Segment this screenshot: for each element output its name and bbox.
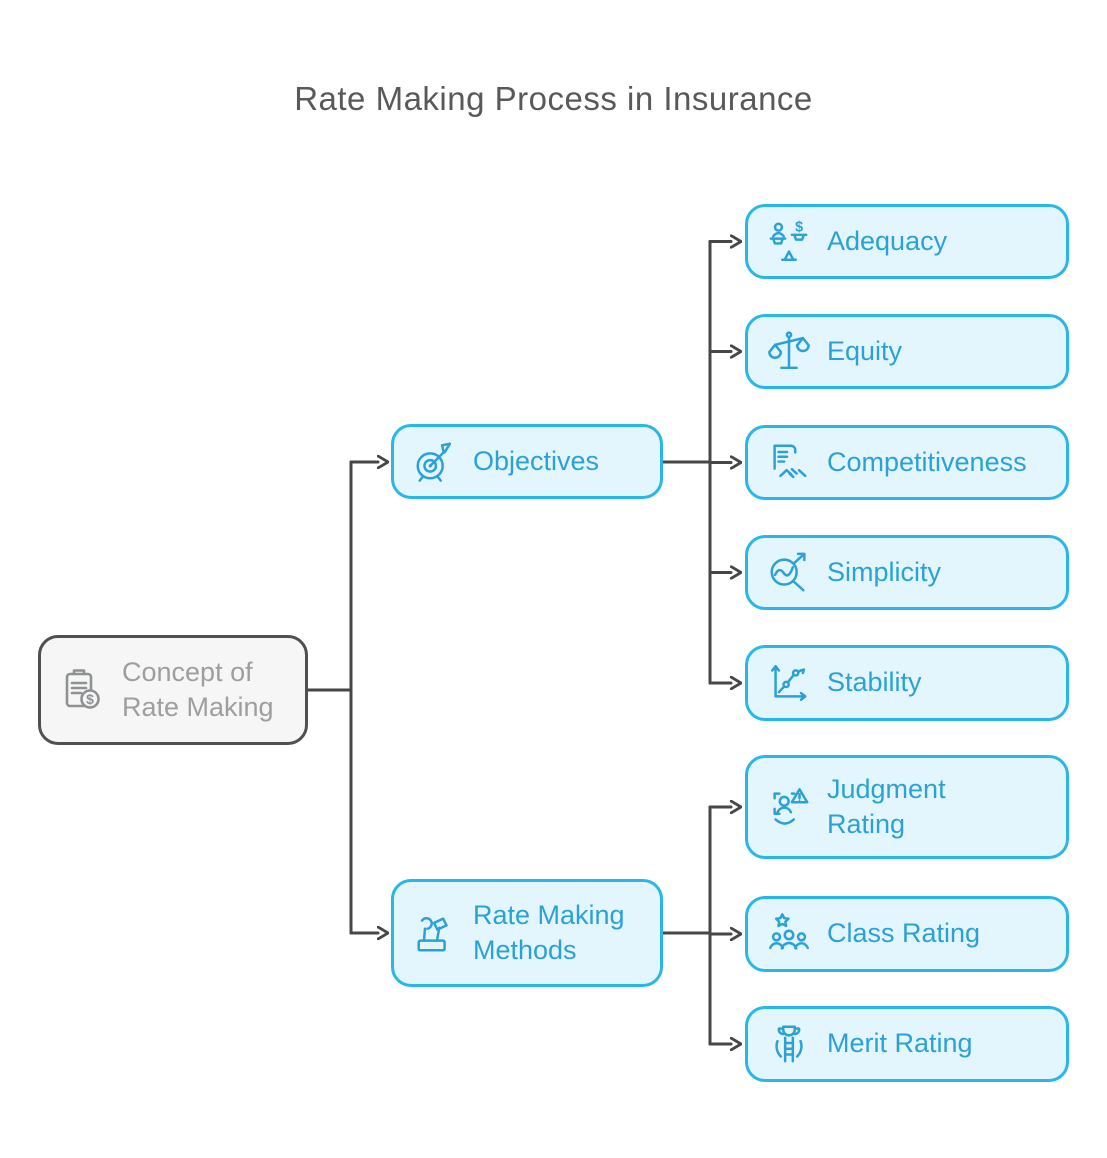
person-alert-icon [766,784,812,830]
justice-scales-icon [766,329,812,375]
node-adequacy: $ Adequacy [745,204,1069,279]
svg-text:$: $ [795,219,803,235]
node-label: Simplicity [827,556,942,587]
balance-person-dollar-icon: $ [766,219,812,265]
growth-chart-icon [766,660,812,706]
target-dart-icon [412,439,458,485]
node-label: Rate Making Methods [473,899,625,965]
node-label: Merit Rating [827,1028,973,1059]
node-simplicity: Simplicity [745,535,1069,610]
node-merit-rating: Merit Rating [745,1006,1069,1082]
node-concept-of-rate-making: $ Concept of Rate Making [38,635,308,745]
node-label: Competitiveness [827,446,1027,477]
node-equity: Equity [745,314,1069,389]
node-label: Judgment Rating [827,773,946,839]
tools-icon [412,910,458,956]
contract-handshake-icon [766,440,812,486]
group-star-icon [766,911,812,957]
clipboard-dollar-icon: $ [59,666,107,714]
node-label: Stability [827,667,922,698]
node-class-rating: Class Rating [745,896,1069,972]
page-title: Rate Making Process in Insurance [294,80,813,117]
node-rate-making-methods: Rate Making Methods [391,879,663,987]
node-label: Equity [827,335,903,366]
magnifier-trend-icon [766,550,812,596]
ladder-trophy-icon [766,1021,812,1067]
node-competitiveness: Competitiveness [745,425,1069,500]
node-stability: Stability [745,645,1069,721]
node-objectives: Objectives [391,424,663,499]
svg-text:$: $ [86,691,94,707]
node-label: Adequacy [827,225,948,256]
node-label: Class Rating [827,918,981,949]
node-label: Concept of Rate Making [122,656,274,722]
node-judgment-rating: Judgment Rating [745,755,1069,859]
node-label: Objectives [473,445,600,476]
